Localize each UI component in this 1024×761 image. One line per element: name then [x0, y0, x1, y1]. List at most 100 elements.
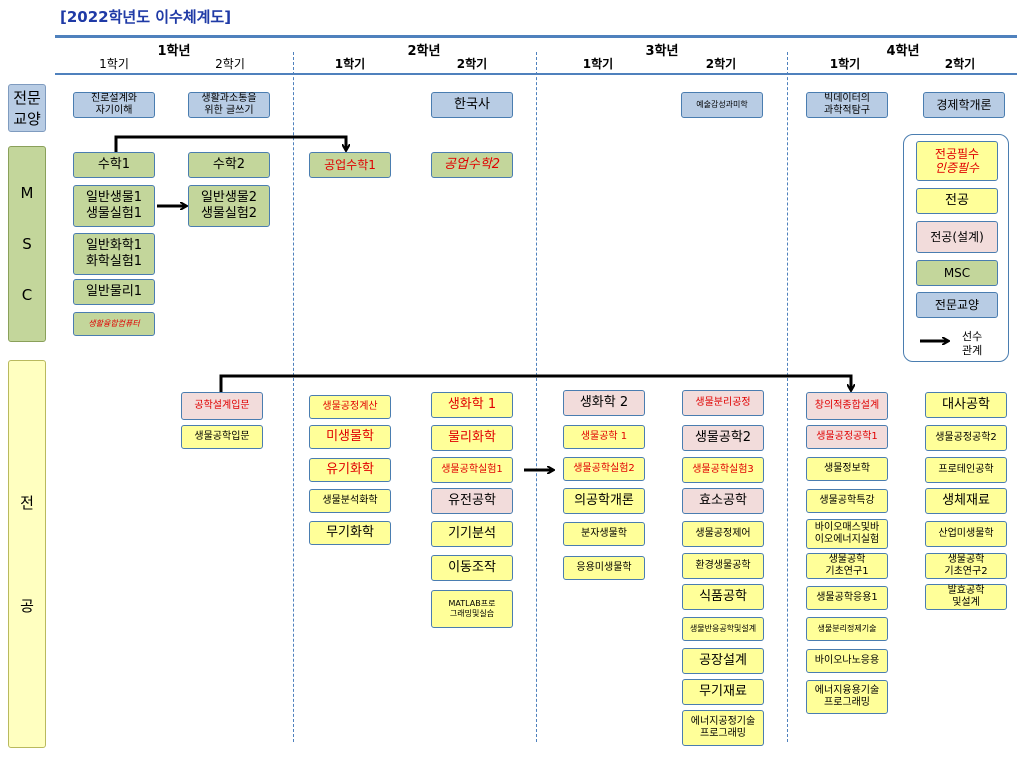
- course-bioprocess-engineering2: 생물공정공학2: [925, 425, 1007, 451]
- legend-msc: MSC: [916, 260, 998, 286]
- category-msc-s: S: [22, 234, 32, 253]
- course-career-design: 진로설계와 자기이해: [73, 92, 155, 118]
- semester-y2s1: 1학기: [334, 57, 366, 71]
- course-bioprocess-calculation: 생물공정계산: [309, 395, 391, 419]
- course-engineering-design-intro: 공학설계입문: [181, 392, 263, 420]
- course-organic-chemistry: 유기화학: [309, 458, 391, 482]
- course-math1: 수학1: [73, 152, 155, 178]
- course-economics: 경제학개론: [923, 92, 1005, 118]
- category-major-text-1: 전: [20, 494, 34, 512]
- course-art-aesthetics: 예술감성과미학: [681, 92, 763, 118]
- course-bioengineering1: 생물공학 1: [563, 425, 645, 449]
- arrow-design-intro-to-capstone: [219, 374, 851, 392]
- legend-major: 전공: [916, 188, 998, 214]
- course-applied-microbiology: 응용미생물학: [563, 556, 645, 580]
- course-instrumental-analysis: 기기분석: [431, 521, 513, 547]
- legend-required: 전공필수 인증필수: [916, 141, 998, 181]
- year-3-header: 3학년: [645, 44, 679, 59]
- year-divider-1: [293, 52, 294, 742]
- course-general-physics1: 일반물리1: [73, 279, 155, 305]
- course-engineering-math1: 공업수학1: [309, 152, 391, 178]
- course-writing: 생활과소통을 위한 글쓰기: [188, 92, 270, 118]
- year-4-header: 4학년: [886, 44, 920, 59]
- course-energy-fusion-programming: 에너지융용기술 프로그래밍: [806, 680, 888, 714]
- course-bio-analytical-chemistry: 생물분석화학: [309, 489, 391, 513]
- course-bioseparation-purification: 생물분리정제기술: [806, 617, 888, 641]
- course-protein-engineering: 프로테인공학: [925, 457, 1007, 483]
- legend-prerequisite-label: 선수 관계: [962, 330, 983, 358]
- course-general-biology2: 일반생물2 생물실험2: [188, 185, 270, 227]
- course-bioprocess-control: 생물공정제어: [682, 521, 764, 547]
- course-big-data: 빅데이터의 과학적탐구: [806, 92, 888, 118]
- course-plant-design: 공장설계: [682, 648, 764, 674]
- course-bioengineering-lab2: 생물공학실험2: [563, 457, 645, 481]
- category-major: 전 공: [8, 360, 46, 748]
- course-transport-operations: 이동조작: [431, 555, 513, 581]
- course-biochemistry2: 생화학 2: [563, 390, 645, 416]
- semester-y1s1: 1학기: [99, 57, 129, 71]
- header-top-line: [55, 35, 1017, 38]
- course-inorganic-materials: 무기재료: [682, 679, 764, 705]
- course-matlab-programming: MATLAB프로 그래밍및실습: [431, 590, 513, 628]
- semester-y3s1: 1학기: [582, 57, 614, 71]
- legend-certification-required: 인증필수: [934, 161, 980, 175]
- course-bioprocess-engineering1: 생물공정공학1: [806, 425, 888, 449]
- course-general-chemistry1: 일반화학1 화학실험1: [73, 233, 155, 275]
- legend-general-education: 전문교양: [916, 292, 998, 318]
- legend-major-required: 전공필수: [934, 146, 980, 161]
- course-enzyme-engineering: 효소공학: [682, 488, 764, 514]
- course-bioengineering-basic-research2: 생물공학 기초연구2: [925, 553, 1007, 579]
- legend-major-design: 전공(설계): [916, 221, 998, 253]
- semester-y2s2: 2학기: [456, 57, 488, 71]
- category-general-text-2: 교양: [13, 110, 41, 128]
- category-general-education: 전문 교양: [8, 84, 46, 132]
- semester-y1s2: 2학기: [215, 57, 245, 71]
- category-general-text-1: 전문: [13, 89, 41, 107]
- course-energy-process-programming: 에너지공정기술 프로그래밍: [682, 710, 764, 746]
- course-bioengineering-lab1: 생물공학실험1: [431, 457, 513, 483]
- course-genetic-engineering: 유전공학: [431, 488, 513, 514]
- course-korean-history: 한국사: [431, 92, 513, 118]
- course-bioengineering2: 생물공학2: [682, 425, 764, 451]
- course-microbiology: 미생물학: [309, 425, 391, 449]
- course-metabolic-engineering: 대사공학: [925, 392, 1007, 418]
- course-bioengineering-lab3: 생물공학실험3: [682, 457, 764, 483]
- category-msc-c: C: [21, 286, 33, 305]
- category-msc-m: M: [20, 183, 34, 202]
- course-bioengineering-basic-research1: 생물공학 기초연구1: [806, 553, 888, 579]
- course-bioseparation-process: 생물분리공정: [682, 390, 764, 416]
- category-major-text-2: 공: [20, 597, 34, 615]
- course-biomass-bioenergy-lab: 바이오매스및바 이오에너지실험: [806, 519, 888, 549]
- course-environmental-bioengineering: 환경생물공학: [682, 553, 764, 579]
- year-divider-3: [787, 52, 788, 742]
- course-bioreaction-engineering-design: 생물반응공학및설계: [682, 617, 764, 641]
- arrow-math1-to-engmath1: [114, 135, 346, 152]
- course-physical-chemistry: 물리화학: [431, 425, 513, 451]
- course-bioengineering-intro: 생물공학입문: [181, 425, 263, 449]
- category-msc: M S C: [8, 146, 46, 342]
- course-life-computing: 생활융합컴퓨터: [73, 312, 155, 336]
- course-inorganic-chemistry: 무기화학: [309, 521, 391, 545]
- course-biomedical-engineering: 의공학개론: [563, 488, 645, 514]
- year-1-header: 1학년: [157, 44, 191, 59]
- semester-y4s2: 2학기: [944, 57, 976, 71]
- course-bioinformatics: 생물정보학: [806, 457, 888, 481]
- course-bionano-application: 바이오나노응용: [806, 649, 888, 673]
- course-creative-capstone-design: 창의적종합설계: [806, 392, 888, 420]
- semester-y4s1: 1학기: [829, 57, 861, 71]
- course-bioengineering-application1: 생물공학응용1: [806, 586, 888, 610]
- course-food-engineering: 식품공학: [682, 584, 764, 610]
- year-divider-2: [536, 52, 537, 742]
- course-biomaterials: 생체재료: [925, 488, 1007, 514]
- course-general-biology1: 일반생물1 생물실험1: [73, 185, 155, 227]
- course-industrial-microbiology: 산업미생물학: [925, 521, 1007, 547]
- course-molecular-biology: 분자생물학: [563, 522, 645, 546]
- course-engineering-math2: 공업수학2: [431, 152, 513, 178]
- semester-y3s2: 2학기: [705, 57, 737, 71]
- course-math2: 수학2: [188, 152, 270, 178]
- page-title: [2022학년도 이수체계도]: [60, 8, 232, 26]
- course-biochemistry1: 생화학 1: [431, 392, 513, 418]
- course-fermentation-engineering-design: 발효공학 및설계: [925, 584, 1007, 610]
- year-2-header: 2학년: [407, 44, 441, 59]
